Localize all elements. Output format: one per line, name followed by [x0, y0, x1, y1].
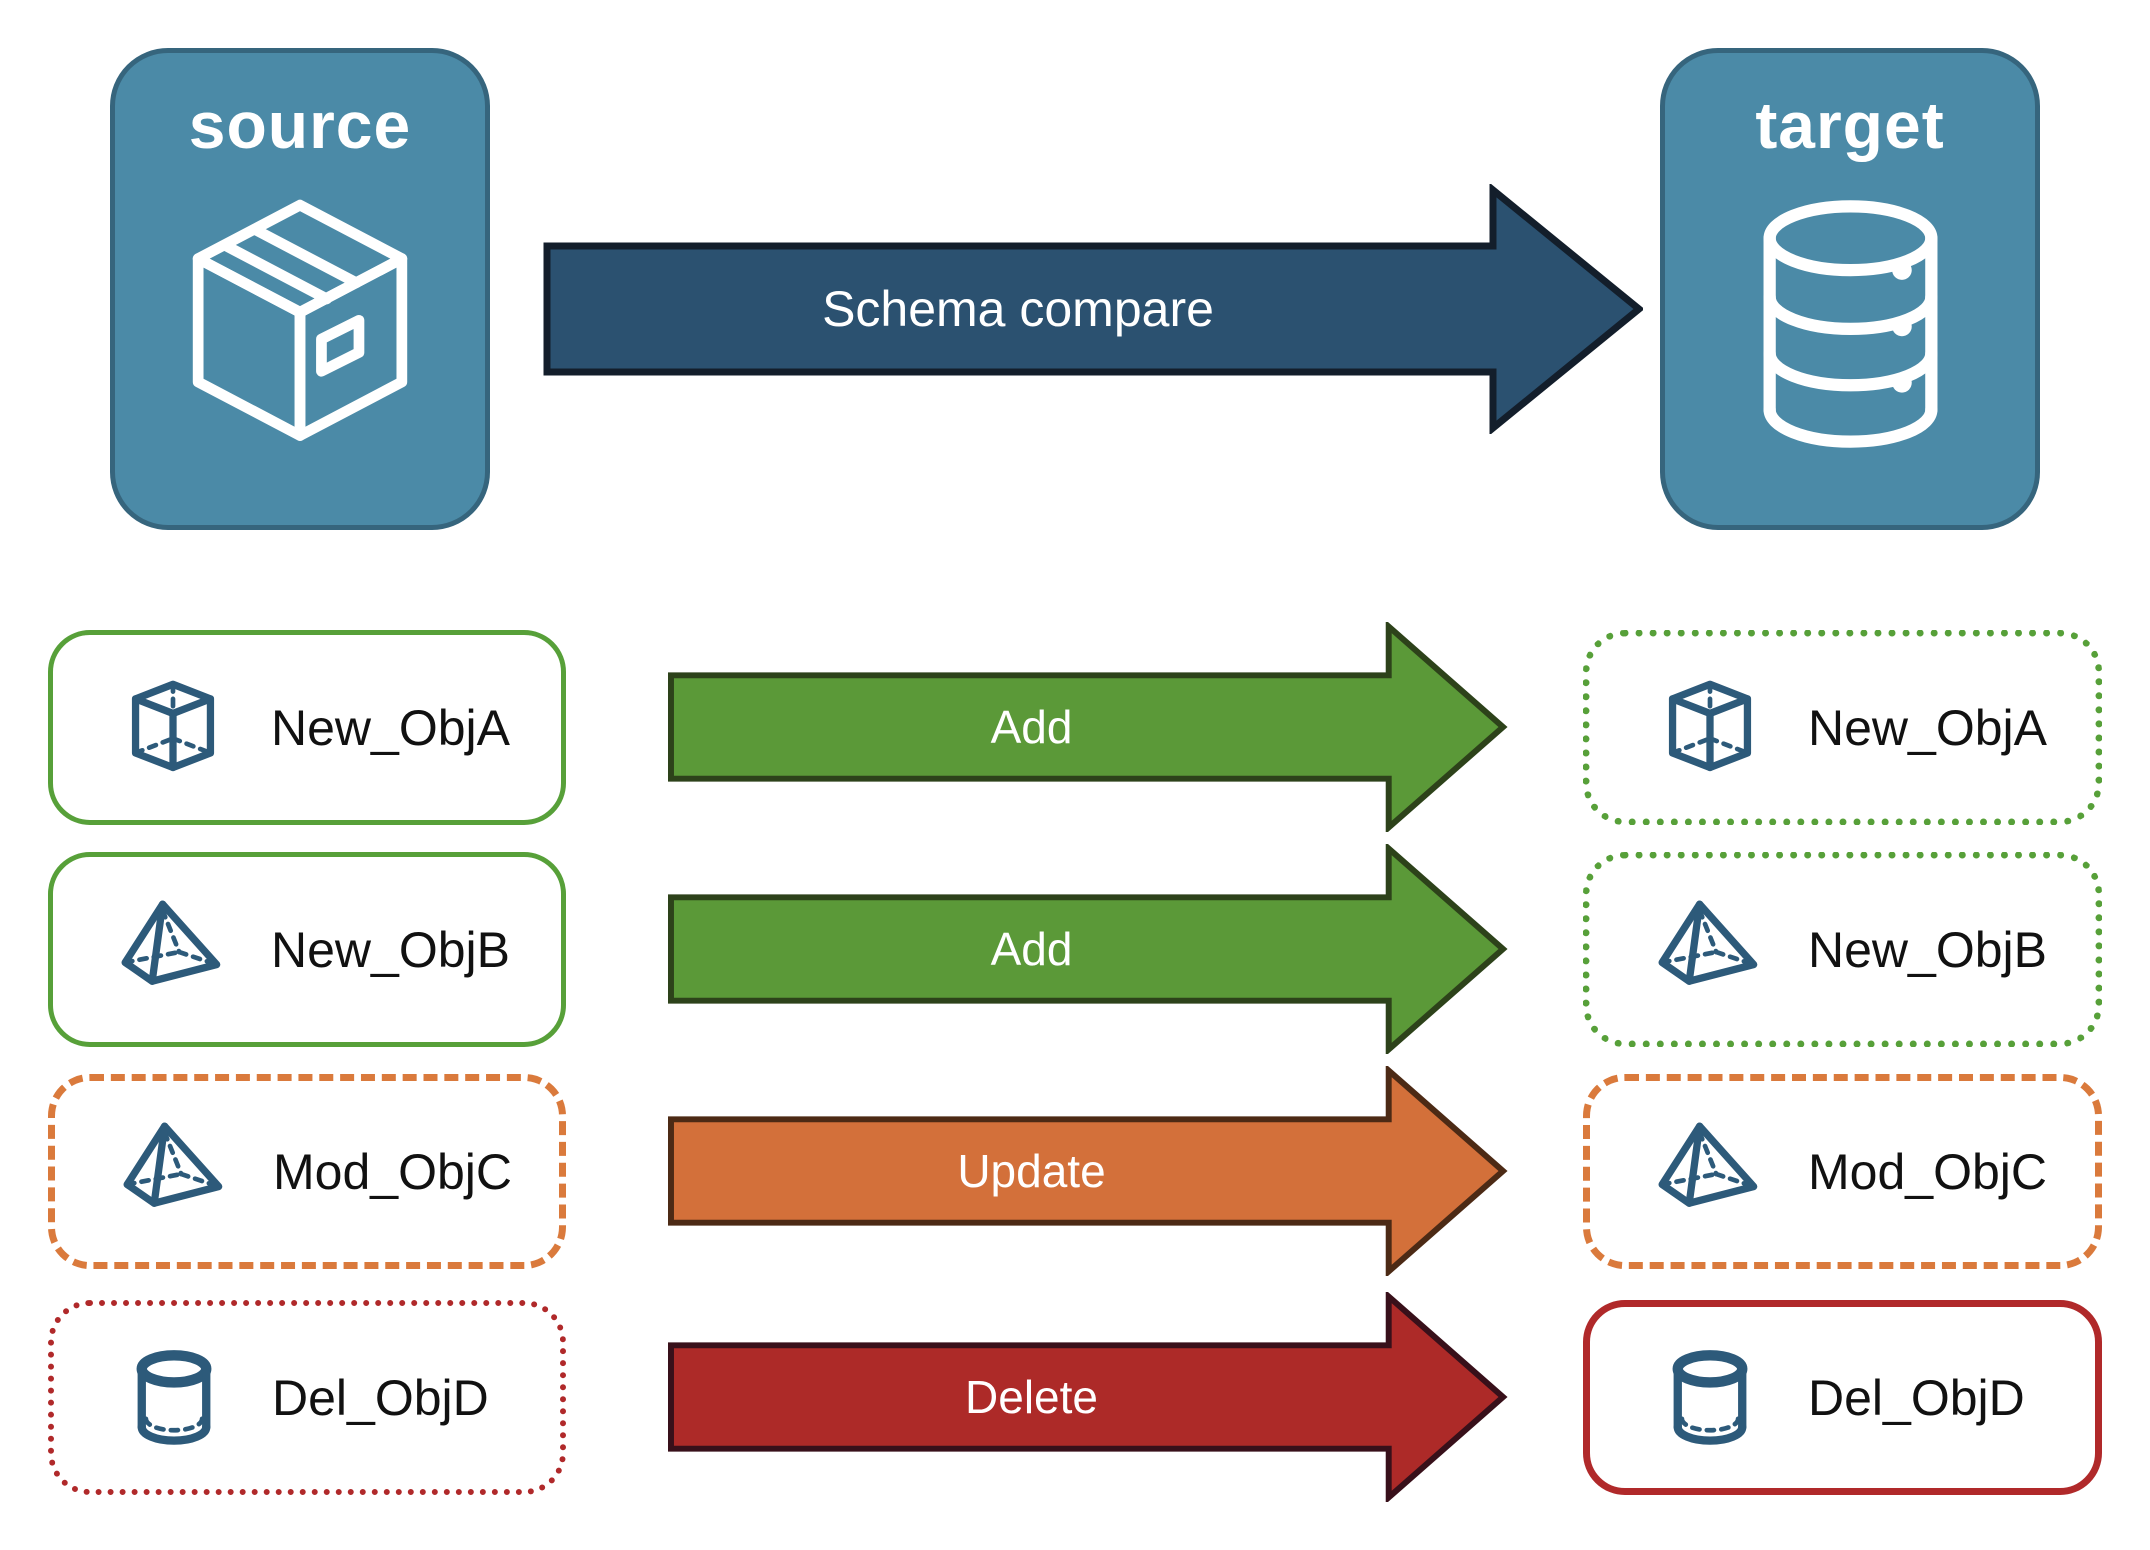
schema-compare-arrow-shape	[543, 182, 1645, 436]
source-object-card: Del_ObjD	[48, 1300, 566, 1495]
delete-arrow-shape	[668, 1290, 1508, 1504]
cylinder-icon	[136, 1349, 212, 1445]
target-object-card: New_ObjA	[1583, 630, 2102, 825]
schema-compare-arrow: Schema compare	[543, 182, 1645, 436]
diff-row-new-obja: New_ObjA Add New_ObjA	[0, 620, 2150, 834]
add-arrow: Add	[668, 842, 1508, 1056]
target-title: target	[1755, 88, 1945, 162]
add-arrow-shape	[668, 620, 1508, 834]
object-label: New_ObjA	[1808, 699, 2047, 756]
cylinder-icon	[1672, 1349, 1748, 1445]
target-node: target	[1660, 48, 2040, 530]
target-object-card: Del_ObjD	[1583, 1300, 2102, 1495]
cube-icon	[131, 680, 215, 771]
add-arrow-shape	[668, 842, 1508, 1056]
object-label: Mod_ObjC	[1808, 1143, 2047, 1200]
object-label: New_ObjB	[1808, 921, 2047, 978]
target-object-card: New_ObjB	[1583, 852, 2102, 1047]
update-arrow-shape	[668, 1064, 1508, 1278]
object-label: New_ObjA	[271, 699, 510, 756]
cube-icon	[1668, 680, 1752, 771]
delete-arrow-label: Delete	[965, 1371, 1098, 1423]
pyramid-icon	[121, 900, 221, 985]
update-arrow-label: Update	[957, 1145, 1106, 1197]
source-title: source	[188, 88, 412, 162]
diff-row-mod-objc: Mod_ObjC Update Mod_ObjC	[0, 1064, 2150, 1278]
target-object-card: Mod_ObjC	[1583, 1074, 2102, 1269]
schema-compare-label: Schema compare	[822, 281, 1214, 337]
object-label: Del_ObjD	[272, 1369, 489, 1426]
delete-arrow: Delete	[668, 1290, 1508, 1504]
object-label: Del_ObjD	[1808, 1369, 2025, 1426]
add-arrow: Add	[668, 620, 1508, 834]
add-arrow-label: Add	[990, 923, 1073, 975]
add-arrow-label: Add	[990, 701, 1073, 753]
pyramid-icon	[1658, 900, 1758, 985]
source-object-card: Mod_ObjC	[48, 1074, 566, 1269]
object-label: Mod_ObjC	[273, 1143, 512, 1200]
source-object-card: New_ObjB	[48, 852, 566, 1047]
source-object-card: New_ObjA	[48, 630, 566, 825]
package-box-icon	[192, 199, 408, 441]
update-arrow: Update	[668, 1064, 1508, 1278]
database-icon	[1763, 200, 1937, 448]
diff-row-del-objd: Del_ObjD Delete Del_ObjD	[0, 1290, 2150, 1504]
pyramid-icon	[123, 1122, 223, 1207]
source-node: source	[110, 48, 490, 530]
object-label: New_ObjB	[271, 921, 510, 978]
pyramid-icon	[1658, 1122, 1758, 1207]
diff-row-new-objb: New_ObjB Add New_ObjB	[0, 842, 2150, 1056]
